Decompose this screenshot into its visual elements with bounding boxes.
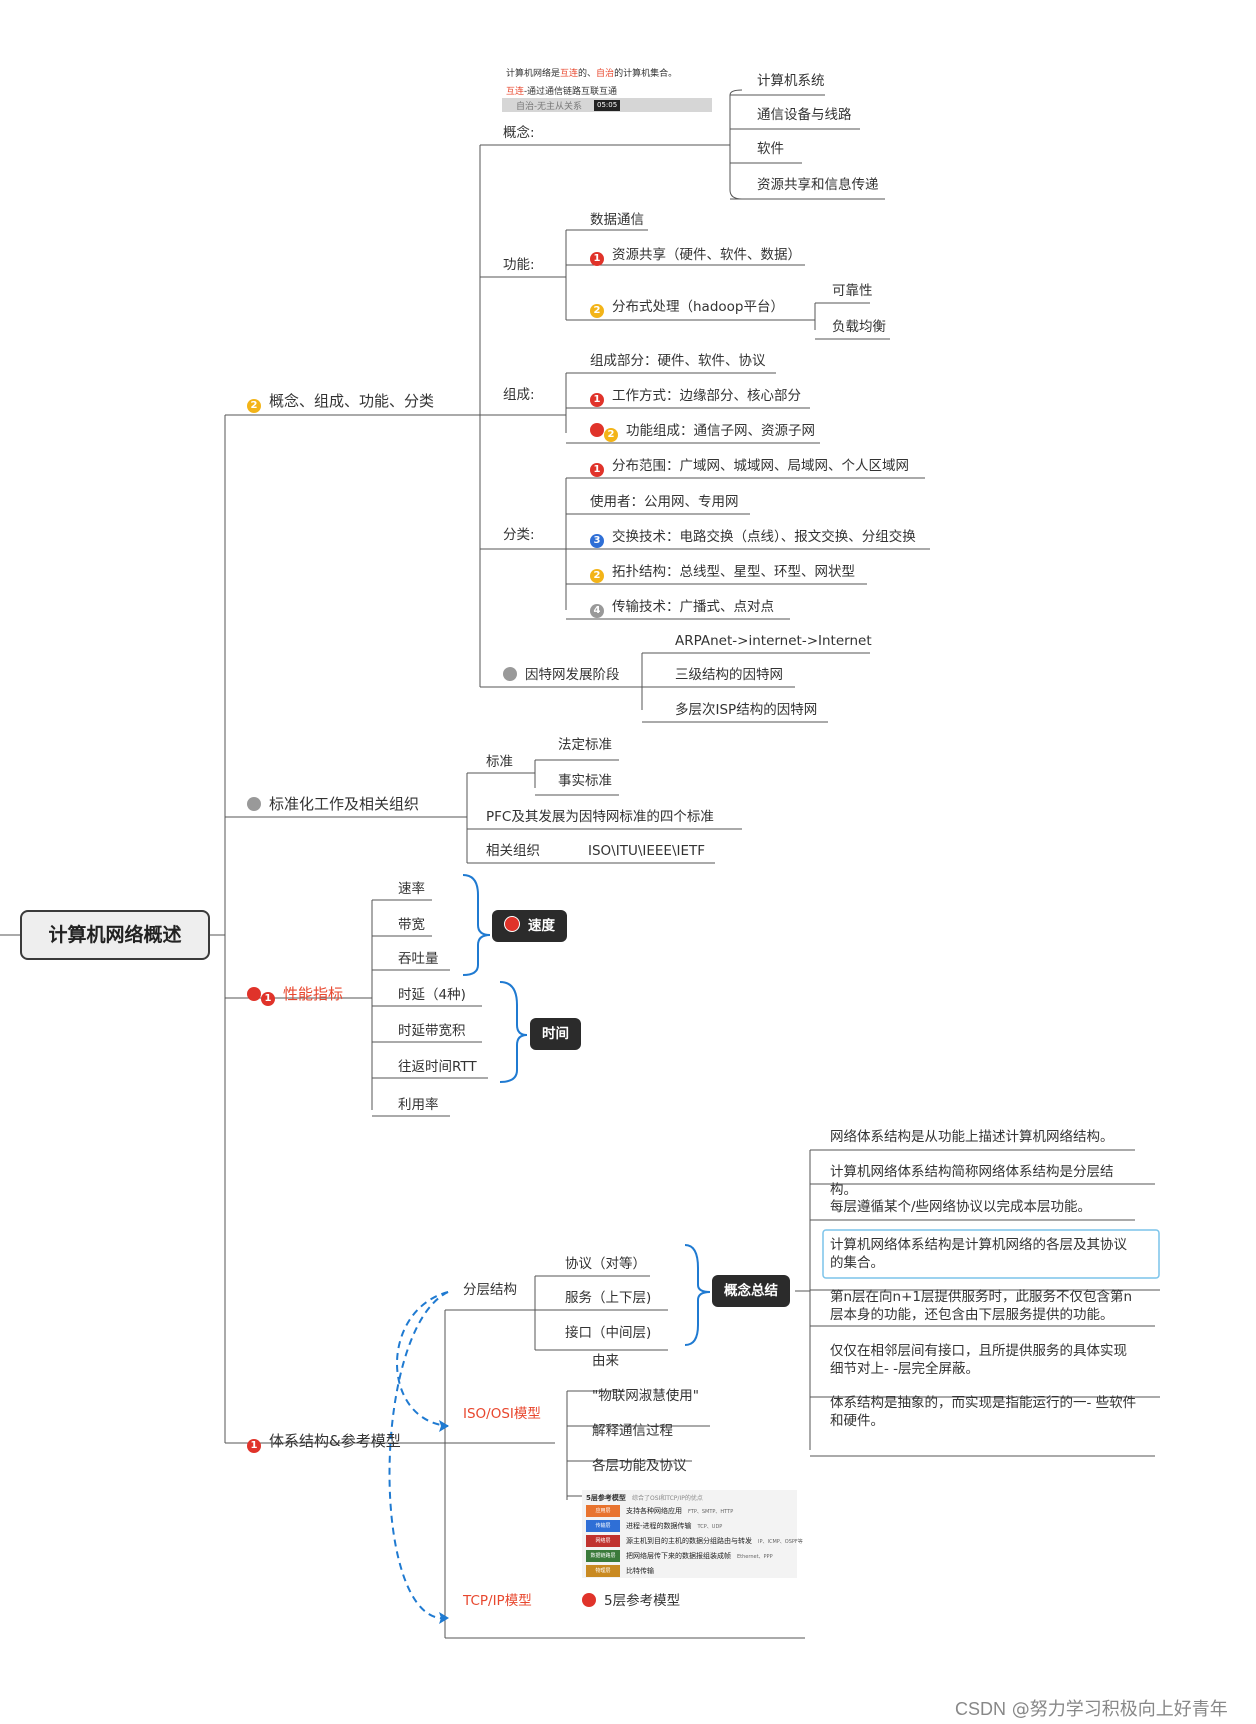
priority-2-icon: 2 [590,304,604,318]
internet-item[interactable]: ARPAnet->internet->Internet [675,633,872,649]
layered-item[interactable]: 协议（对等） [565,1256,646,1272]
speed-tag[interactable]: 速度 [492,910,567,942]
performance-item[interactable]: 往返时间RTT [398,1059,477,1075]
internet-item[interactable]: 多层次ISP结构的因特网 [675,702,818,718]
node-internet-stages[interactable]: 因特网发展阶段 [503,666,620,684]
orgs-value[interactable]: ISO\ITU\IEEE\IETF [588,843,706,859]
performance-item[interactable]: 时延（4种) [398,987,466,1003]
node-function[interactable]: 功能: [503,257,535,273]
root-node[interactable]: 计算机网络概述 [20,910,210,960]
osi-item[interactable]: "物联网淑慧使用" [592,1388,699,1404]
classification-item[interactable]: 使用者：公用网、专用网 [590,494,739,510]
concept-item[interactable]: 通信设备与线路 [757,107,852,123]
distributed-item[interactable]: 负载均衡 [832,319,886,335]
concept-item[interactable]: 资源共享和信息传递 [757,177,879,193]
node-orgs[interactable]: 相关组织 [486,843,540,859]
performance-item[interactable]: 速率 [398,881,425,897]
node-tcpip[interactable]: TCP/IP模型 [463,1593,532,1609]
node-osi[interactable]: ISO/OSI模型 [463,1406,541,1422]
summary-tag[interactable]: 概念总结 [712,1275,790,1307]
summary-item[interactable]: 每层遵循某个/些网络协议以完成本层功能。 [830,1199,1092,1215]
node-standard[interactable]: 标准 [486,754,513,770]
branch-concepts-label: 概念、组成、功能、分类 [269,392,435,410]
summary-item[interactable]: 网络体系结构是从功能上描述计算机网络结构。 [830,1129,1114,1145]
performance-item[interactable]: 时延带宽积 [398,1023,466,1039]
tcpip-item[interactable]: 5层参考模型 [582,1592,680,1610]
distributed-item[interactable]: 可靠性 [832,283,873,299]
priority-4-icon: 4 [590,604,604,618]
watermark: CSDN @努力学习积极向上好青年 [955,1699,1228,1720]
performance-item[interactable]: 利用率 [398,1097,439,1113]
layered-item[interactable]: 服务（上下层) [565,1290,652,1306]
priority-1-icon: 1 [247,1439,261,1453]
standard-item[interactable]: 法定标准 [558,737,612,753]
standard-item[interactable]: 事实标准 [558,773,612,789]
priority-1-icon: 1 [590,463,604,477]
priority-2-icon: 2 [590,569,604,583]
priority-2-icon: 2 [604,428,618,442]
node-classification[interactable]: 分类: [503,527,535,543]
layered-item[interactable]: 接口（中间层) [565,1325,652,1341]
concept-item[interactable]: 计算机系统 [757,73,825,89]
node-concept[interactable]: 概念: [503,125,535,141]
osi-item[interactable]: 各层功能及协议 [592,1458,687,1474]
red-dot-icon [582,1593,596,1607]
priority-1-icon: 1 [590,252,604,266]
priority-3-icon: 3 [590,534,604,548]
summary-item[interactable]: 第n层在向n+1层提供服务时，此服务不仅包含第n层本身的功能，还包含由下层服务提… [830,1289,1133,1323]
red-dot-icon [247,987,261,1001]
time-tag[interactable]: 时间 [530,1018,581,1050]
internet-item[interactable]: 三级结构的因特网 [675,667,783,683]
concept-item[interactable]: 软件 [757,141,784,157]
performance-item[interactable]: 带宽 [398,917,425,933]
priority-1-icon: 1 [590,393,604,407]
summary-item[interactable]: 计算机网络体系结构是计算机网络的各层及其协议的集合。 [830,1237,1127,1271]
priority-1-icon: 1 [261,992,275,1006]
node-layered[interactable]: 分层结构 [463,1282,517,1298]
red-dot-icon [590,423,604,437]
node-composition[interactable]: 组成: [503,387,535,403]
composition-item[interactable]: 组成部分：硬件、软件、协议 [590,353,766,369]
red-dot-icon [504,916,520,932]
branch-standards[interactable]: 标准化工作及相关组织 [247,795,419,813]
gray-dot-icon [503,667,517,681]
video-timestamp: 05:05 [594,100,621,111]
node-rfc[interactable]: PFC及其发展为因特网标准的四个标准 [486,809,714,825]
concept-thumbnail: 计算机网络是互连的、自治的计算机集合。 互连-通过通信链路互联互通 自治-无主从… [502,62,712,114]
branch-concepts[interactable]: 2 概念、组成、功能、分类 [247,392,434,413]
osi-item[interactable]: 由来 [592,1353,619,1369]
performance-item[interactable]: 吞吐量 [398,951,439,967]
priority-2-icon: 2 [247,399,261,413]
summary-item[interactable]: 计算机网络体系结构简称网络体系结构是分层结构。 [830,1164,1114,1198]
summary-item[interactable]: 仅仅在相邻层间有接口，且所提供服务的具体实现细节对上- -层完全屏蔽。 [830,1343,1127,1377]
function-item[interactable]: 数据通信 [590,212,644,228]
osi-item[interactable]: 解释通信过程 [592,1423,673,1439]
gray-dot-icon [247,797,261,811]
summary-item[interactable]: 体系结构是抽象的，而实现是指能运行的一- 些软件和硬件。 [830,1395,1137,1429]
